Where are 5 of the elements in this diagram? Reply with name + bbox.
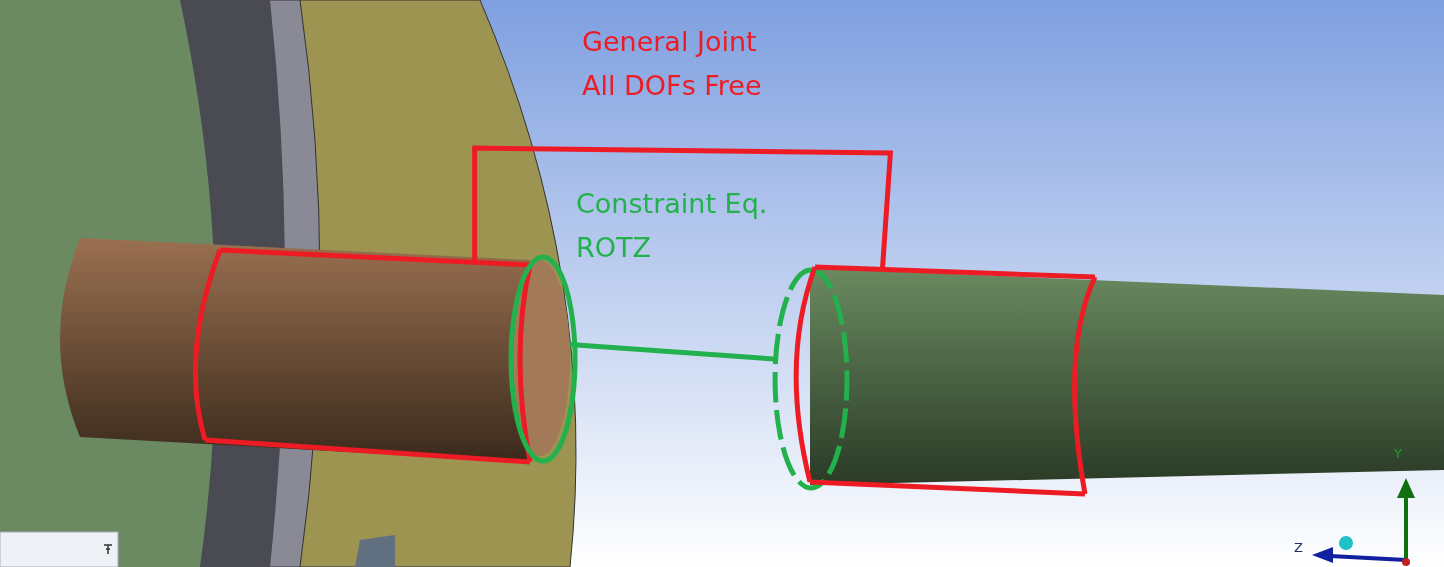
axis-label: Y	[1394, 446, 1402, 461]
edge-label: Constraint Eq. ROTZ	[576, 187, 769, 265]
edge-label: General Joint All DOFs Free	[582, 25, 763, 103]
axis-label: Z	[1294, 540, 1303, 555]
connector-line	[569, 341, 775, 362]
